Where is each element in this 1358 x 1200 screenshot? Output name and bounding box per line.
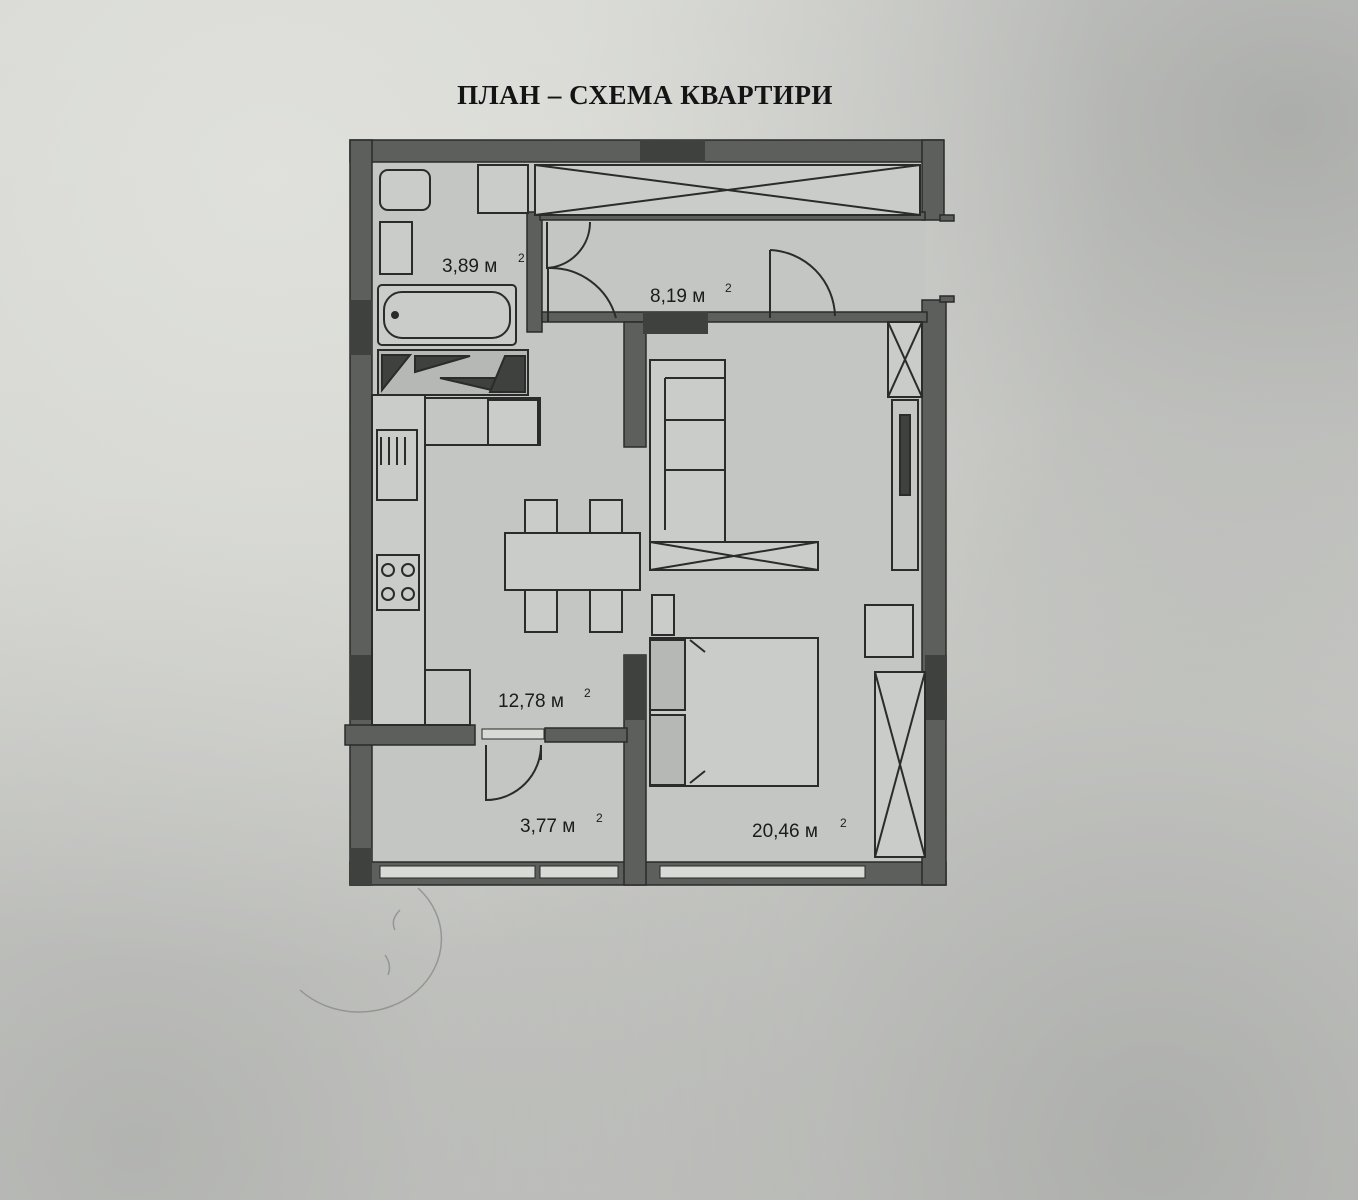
chair [589, 499, 623, 534]
toilet [379, 169, 431, 211]
door-balcony [485, 744, 542, 802]
unit-sup: 2 [596, 811, 603, 825]
chair [589, 589, 623, 633]
bathroom-fixtures [377, 164, 529, 426]
fridge [487, 399, 539, 446]
unit-sup: 2 [584, 686, 591, 700]
chair [524, 499, 558, 534]
wall-right-upper [921, 139, 945, 221]
kitchen-fixtures [371, 394, 541, 726]
door-living [769, 249, 836, 318]
wall-corridor [541, 311, 928, 323]
room-labels: 3,89 м 2 8,19 м 2 12,78 м 2 3,77 м 2 20,… [442, 251, 847, 842]
unit-sup: 2 [840, 816, 847, 830]
floor-areas [370, 160, 925, 865]
windows [379, 728, 866, 879]
chair [524, 589, 558, 633]
stamp-seal [299, 887, 443, 1013]
living-room-furniture [649, 321, 926, 858]
wall-kitchen-living [623, 321, 647, 448]
dining-table [504, 532, 641, 591]
wall-kitchen-balcony-2 [544, 727, 628, 743]
door-hall-kitchen [547, 266, 617, 319]
armchair [864, 604, 914, 658]
dining-set [504, 499, 641, 633]
doors [485, 221, 836, 802]
unit-sup: 2 [725, 281, 732, 295]
stove [376, 554, 420, 611]
wall-bath-hall [526, 211, 543, 333]
tv [899, 414, 911, 496]
area-label-balcony: 3,77 м [520, 816, 575, 837]
wall-left [349, 139, 373, 886]
unit-sup: 2 [518, 251, 525, 265]
storage-closet [534, 164, 921, 216]
wall-kitchen-balcony [344, 724, 476, 746]
area-label-hallway: 8,19 м [650, 286, 705, 307]
area-label-kitchen: 12,78 м [498, 691, 564, 712]
plan-title: ПЛАН – СХЕМА КВАРТИРИ [457, 80, 833, 110]
nightstand [651, 594, 675, 636]
wall-right-stub [939, 295, 955, 303]
sofa [649, 359, 726, 543]
wall-top-right-stub [939, 214, 955, 222]
area-label-living-room: 20,46 м [752, 821, 818, 842]
window-blocks [350, 140, 947, 885]
area-label-bathroom: 3,89 м [442, 256, 497, 277]
sink [379, 221, 413, 275]
counter-corner [424, 669, 471, 726]
washing-machine [477, 164, 529, 214]
